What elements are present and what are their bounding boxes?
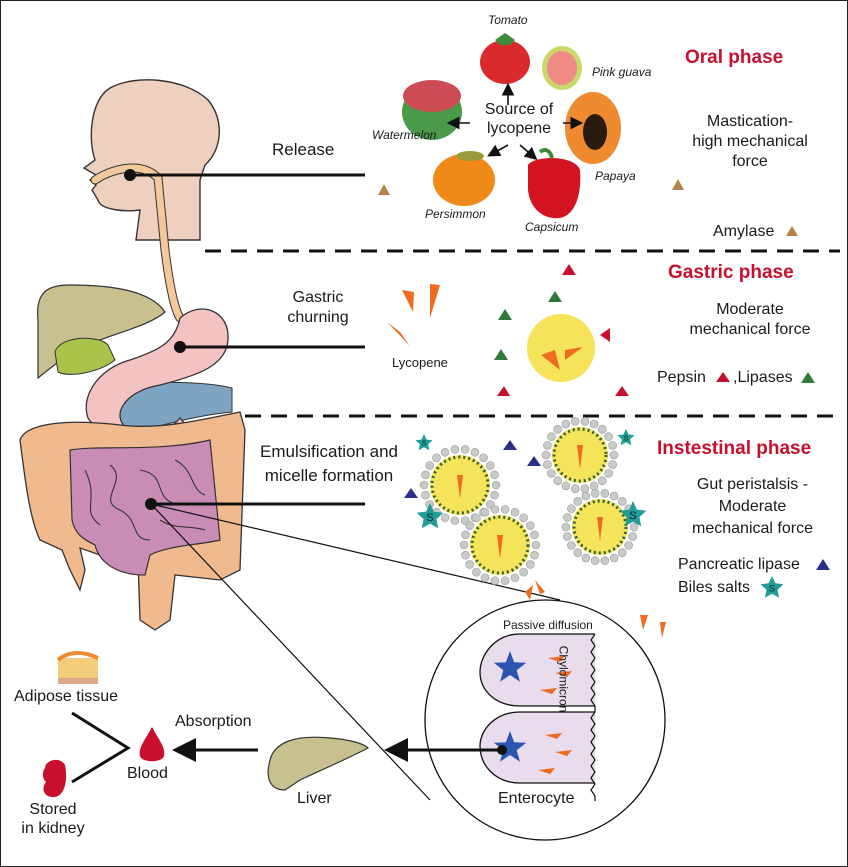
- enterocyte-cell-bottom: [479, 711, 595, 784]
- desc-line: Mastication-: [706, 113, 794, 130]
- source-arrows: [446, 82, 584, 161]
- label-line: Emulsification and: [260, 442, 398, 461]
- capsicum-label: Capsicum: [525, 220, 579, 234]
- absorption-label: Absorption: [175, 713, 252, 730]
- desc-line: high mechanical: [692, 133, 808, 150]
- release-label: Release: [272, 140, 335, 159]
- blood-label: Blood: [127, 765, 168, 782]
- bile-salt-symbol: S: [426, 512, 433, 524]
- kidney-label: Stored in kidney: [18, 800, 88, 838]
- head-icon: [82, 79, 221, 241]
- bile-salt-star-icon: [617, 429, 635, 446]
- adipose-tissue-label: Adipose tissue: [14, 688, 119, 705]
- kidney-icon: [42, 759, 67, 798]
- lipase-triangles: [494, 291, 562, 360]
- amylase-triangle: [672, 179, 684, 190]
- pink-guava-icon: [542, 46, 582, 90]
- passive-diffusion-label: Passive diffusion: [503, 618, 593, 632]
- label-line: Stored: [29, 801, 77, 818]
- label-line: churning: [287, 309, 349, 326]
- label-line: Gastric: [292, 289, 344, 306]
- persimmon-icon: [433, 151, 495, 206]
- micelle: [561, 489, 639, 565]
- desc-line: Moderate: [716, 301, 784, 318]
- gastric-phase-heading: Gastric phase: [668, 262, 794, 283]
- microvilli-border: [590, 633, 596, 801]
- pancreatic-lipase-legend-triangle: [816, 559, 830, 570]
- pancreatic-lipase-triangles: [404, 440, 541, 498]
- adipose-tissue-icon: [56, 651, 99, 684]
- desc-line: mechanical force: [689, 321, 811, 338]
- liver-icon: [267, 736, 370, 791]
- bile-salt-stars: S S S S S: [415, 429, 784, 598]
- chylomicron-stars: [493, 651, 527, 762]
- pepsin-triangles: [497, 264, 629, 396]
- emulsification-label: Emulsification and micelle formation: [244, 440, 414, 488]
- intestinal-phase-description: Gut peristalsis - Moderate mechanical fo…: [665, 474, 840, 540]
- persimmon-label: Persimmon: [425, 207, 486, 221]
- small-intestine-icon: [69, 439, 221, 576]
- bile-salt-symbol: S: [624, 434, 629, 443]
- amylase-legend-triangle: [786, 226, 798, 236]
- lycopene-label: Lycopene: [392, 355, 448, 370]
- gastric-churning-label: Gastric churning: [268, 288, 368, 328]
- amylase-label: Amylase: [713, 223, 775, 240]
- oral-phase-heading: Oral phase: [685, 47, 784, 68]
- bile-salt-star-icon: [760, 576, 784, 598]
- gastric-phase-description: Moderate mechanical force: [660, 300, 840, 340]
- bile-salt-symbol: S: [629, 510, 636, 522]
- label-line: in kidney: [21, 820, 85, 837]
- blood-drop-icon: [139, 727, 165, 762]
- chylomicron-star-icon: [493, 651, 527, 682]
- oral-phase-description: Mastication- high mechanical force: [670, 112, 830, 172]
- lycopene-crystals: [387, 284, 440, 346]
- bile-salts-label: Biles salts: [678, 579, 751, 596]
- pink-guava-label: Pink guava: [592, 65, 652, 79]
- enterocyte-cell-top: [479, 633, 595, 707]
- enterocyte-label: Enterocyte: [498, 790, 575, 807]
- bile-salt-symbol: S: [769, 584, 775, 595]
- distribution-branches: [71, 711, 131, 784]
- source-label-line: Source of: [484, 101, 554, 118]
- liver-label: Liver: [297, 790, 332, 807]
- source-of-lycopene-label: Source of lycopene: [474, 100, 564, 138]
- desc-line: force: [732, 153, 768, 170]
- chylomicron-label: Chylomicron: [556, 645, 571, 713]
- source-label-line: lycopene: [486, 120, 552, 137]
- tomato-label: Tomato: [488, 13, 528, 27]
- intestinal-phase-heading: Instestinal phase: [657, 438, 812, 459]
- lipid-droplet: [527, 314, 595, 382]
- pepsin-label: Pepsin: [657, 369, 706, 386]
- desc-line: mechanical force: [692, 520, 813, 537]
- capsicum-icon: [528, 148, 581, 219]
- micelle: [541, 417, 619, 493]
- bile-salt-star-icon: [619, 501, 647, 527]
- desc-line: Moderate: [718, 498, 787, 515]
- lipase-legend-triangle: [801, 372, 815, 383]
- desc-line: Gut peristalsis -: [696, 476, 809, 493]
- micelles: [419, 417, 639, 585]
- enterocyte-lycopene: [538, 656, 572, 774]
- micelle: [459, 505, 541, 585]
- lipases-label: ,Lipases: [733, 369, 793, 386]
- bile-salt-star-icon: [416, 503, 444, 529]
- amylase-triangle: [378, 184, 390, 195]
- papaya-icon: [565, 92, 621, 164]
- pepsin-legend-triangle: [716, 372, 730, 382]
- watermelon-label: Watermelon: [372, 128, 437, 142]
- bile-salt-star-icon: [415, 434, 433, 451]
- bile-salt-symbol: S: [422, 439, 427, 448]
- papaya-label: Papaya: [595, 169, 636, 183]
- label-line: micelle formation: [264, 466, 394, 485]
- chylomicron-star-icon: [493, 731, 527, 762]
- micelle: [419, 445, 501, 525]
- tomato-icon: [480, 33, 530, 84]
- pancreatic-lipase-label: Pancreatic lipase: [678, 556, 800, 573]
